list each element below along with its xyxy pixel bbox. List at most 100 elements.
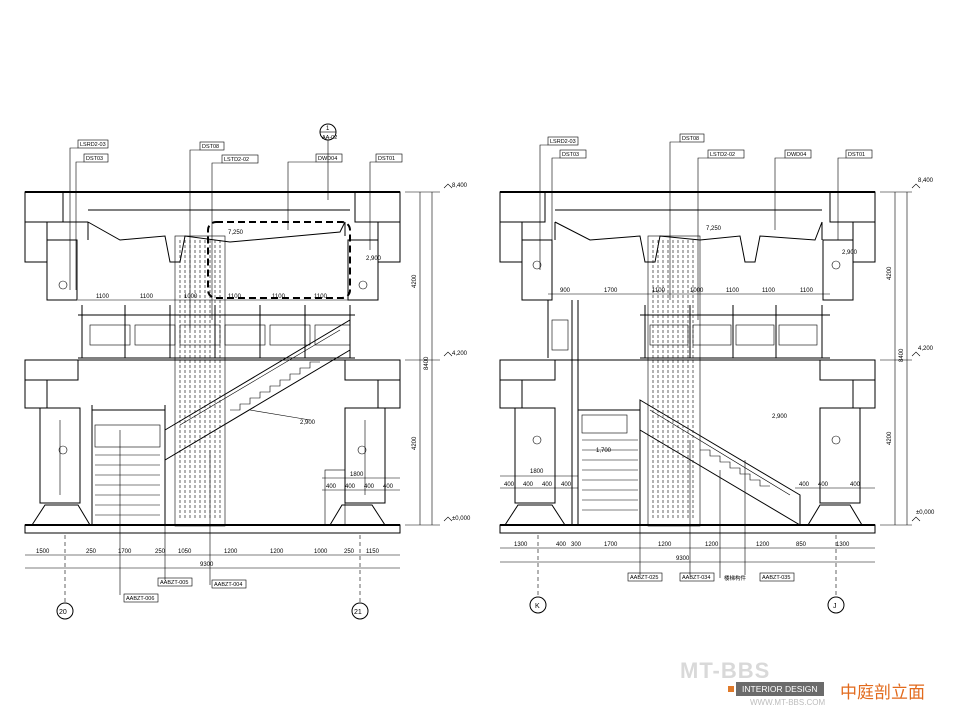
dimension-label: 400	[504, 482, 515, 488]
grid-axis-label: K	[535, 603, 540, 610]
dimension-label: 1050	[178, 549, 192, 555]
right-stair	[578, 399, 801, 526]
dimension-label: 400	[556, 542, 567, 548]
right-bottom-dimensions: 1300 400 300 1700 1200 1200 1200 850 130…	[500, 542, 875, 563]
stair-note: 楼梯构件	[724, 574, 747, 582]
elevation-label: 2,900	[300, 420, 316, 426]
dimension-label: 1000	[184, 294, 198, 300]
tag-label: DST01	[378, 156, 395, 162]
tag-label: LSRD2-03	[80, 142, 106, 148]
dimension-label: 400	[561, 482, 572, 488]
tag-label: LSTD2-02	[710, 152, 735, 158]
elevation-label: 8,400	[918, 178, 934, 184]
dimension-label: 1300	[514, 542, 528, 548]
tag-label: DST03	[562, 152, 579, 158]
dimension-label: 1100	[140, 294, 154, 300]
tag-label: AABZT-006	[126, 596, 154, 602]
dimension-label: 1200	[756, 542, 770, 548]
dimension-label: 1100	[314, 294, 328, 300]
dimension-label: 1200	[270, 549, 284, 555]
elevation-label: 4,200	[452, 351, 468, 357]
total-dimension: 9300	[200, 562, 214, 568]
tag-label: DST08	[202, 144, 219, 150]
dimension-label: 900	[560, 288, 571, 294]
watermark-logo: MT-BBS	[680, 658, 771, 683]
dimension-label: 400	[383, 484, 394, 490]
vertical-dimension: 8400	[424, 356, 430, 370]
left-section-marker: 1 AA-02	[319, 123, 337, 200]
elevation-label: 7,250	[228, 230, 244, 236]
elevation-label: 7,250	[706, 226, 722, 232]
left-structure	[24, 191, 401, 534]
vertical-dimension: 4200	[887, 266, 893, 280]
drawing-caption: 中庭剖立面	[840, 683, 925, 703]
dimension-label: 300	[571, 542, 582, 548]
tag-label: AABZT-005	[160, 580, 188, 586]
dimension-label: 250	[86, 549, 97, 555]
elevation-label: 1,700	[596, 448, 612, 454]
dimension-label: 1150	[366, 549, 380, 555]
right-top-tags: LSRD2-03 DST03 DST08 LSTD2-02 DWD04 DST0…	[539, 133, 873, 320]
dimension-label: 1200	[658, 542, 672, 548]
tag-label: LSTD2-02	[224, 157, 249, 163]
tag-label: DWD04	[787, 152, 806, 158]
dimension-label: 400	[364, 484, 375, 490]
dimension-label: 1100	[228, 294, 242, 300]
total-dimension: 9300	[676, 556, 690, 562]
dimension-label: 1700	[118, 549, 132, 555]
left-section-drawing: LSRD2-03 DST03 DST08 LSTD2-02 DWD04 DST0…	[24, 123, 471, 620]
marker-sheet: AA-02	[322, 135, 337, 141]
vertical-dimension: 8400	[899, 348, 905, 362]
dimension-label: 1100	[272, 294, 286, 300]
dimension-label: 1300	[836, 542, 850, 548]
watermark: MT-BBS WWW.MT-BBS.COM	[660, 650, 960, 720]
vertical-dimension: 4200	[412, 436, 418, 450]
dimension-label: 400	[345, 484, 356, 490]
right-bottom-tags: AABZT-025 AABZT-034 AABZT-035 楼梯构件 K J	[529, 430, 845, 614]
vertical-dimension: 4200	[887, 431, 893, 445]
left-bottom-dimensions: 1500 250 1700 250 1050 1200 1200 1000 25…	[25, 549, 400, 569]
tag-label: AABZT-025	[630, 575, 658, 581]
bullet-icon	[728, 686, 734, 692]
right-elevation-marks: 8,400 4,200 ±0,000 7,250 2,900 2,900 1,7…	[596, 178, 935, 526]
elevation-label: ±0,000	[916, 510, 935, 516]
marker-number: 1	[326, 126, 330, 132]
dimension-label: 1100	[96, 294, 110, 300]
elevation-label: 2,900	[366, 256, 382, 262]
tag-label: AABZT-004	[214, 582, 242, 588]
left-elevation-marks: 8,400 4,200 ±0,000 7,250 2,900 2,900 420…	[228, 183, 471, 526]
dimension-label: 1100	[762, 288, 776, 294]
elevation-label: 2,900	[772, 414, 788, 420]
grid-axis-label: J	[833, 603, 837, 610]
dimension-label: 400	[799, 482, 810, 488]
dimension-label: 1800	[350, 472, 364, 478]
right-waterfall	[647, 235, 701, 527]
watermark-site: WWW.MT-BBS.COM	[750, 698, 826, 707]
dimension-label: 400	[523, 482, 534, 488]
dimension-label: 250	[155, 549, 166, 555]
dimension-label: 1000	[314, 549, 328, 555]
elevation-label: 2,900	[842, 250, 858, 256]
grid-axis-label: 21	[354, 609, 362, 616]
tag-label: LSRD2-03	[550, 139, 576, 145]
dimension-label: 1700	[604, 288, 618, 294]
tag-label: DST01	[848, 152, 865, 158]
tag-label: AABZT-035	[762, 575, 790, 581]
elevation-label: 8,400	[452, 183, 468, 189]
dimension-label: 400	[542, 482, 553, 488]
right-section-drawing: LSRD2-03 DST03 DST08 LSTD2-02 DWD04 DST0…	[499, 133, 935, 614]
grid-axis-label: 20	[59, 609, 67, 616]
left-upper-railing	[78, 305, 355, 359]
tag-label: AABZT-034	[682, 575, 710, 581]
tag-label: DWD04	[318, 156, 337, 162]
dimension-label: 1700	[604, 542, 618, 548]
dimension-label: 400	[818, 482, 829, 488]
left-bottom-tags: AABZT-005 AABZT-004 AABZT-006 20 21	[56, 430, 369, 620]
dimension-label: 1800	[530, 469, 544, 475]
vertical-dimension: 4200	[412, 274, 418, 288]
dimension-label: 400	[326, 484, 337, 490]
dimension-label: 1200	[224, 549, 238, 555]
interior-design-badge: INTERIOR DESIGN	[736, 682, 824, 696]
dimension-label: 1100	[800, 288, 814, 294]
